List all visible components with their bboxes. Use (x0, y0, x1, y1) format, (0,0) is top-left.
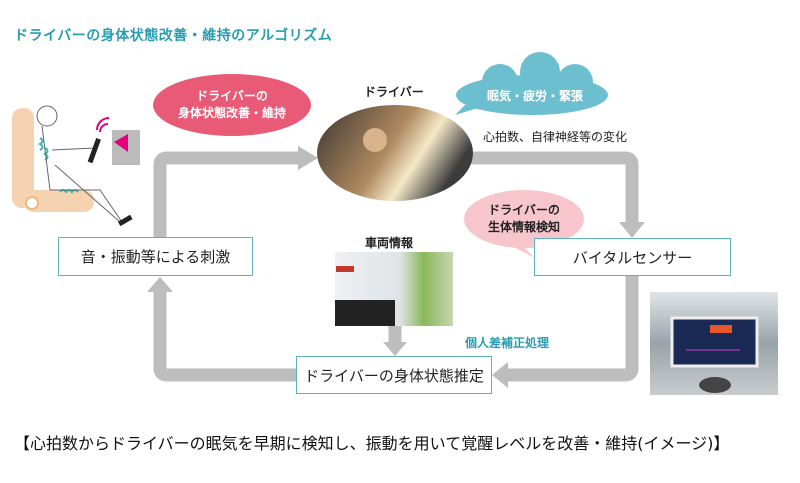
correction-label: 個人差補正処理 (465, 336, 550, 350)
diagram-title: ドライバーの身体状態改善・維持のアルゴリズム (14, 28, 333, 44)
stimulus-box: 音・振動等による刺激 (58, 237, 253, 276)
detect-bubble-shape (464, 190, 584, 258)
flow-arrows (153, 151, 639, 382)
improve-bubble-line1: ドライバーの (196, 89, 268, 103)
change-label: 心拍数、自律神経等の変化 (483, 130, 628, 144)
detect-bubble: ドライバーの生体情報検知 (464, 190, 584, 248)
arrow-driver-to-sensor (470, 151, 639, 222)
vital-sensor-box: バイタルセンサー (534, 238, 731, 276)
state-cloud: 眠気・疲労・緊張 (486, 88, 583, 103)
detect-bubble-line1: ドライバーの (488, 203, 560, 217)
improve-bubble-shape (153, 74, 311, 136)
improve-bubble: ドライバーの身体状態改善・維持 (153, 74, 311, 136)
caption: 【心拍数からドライバーの眠気を早期に検知し、振動を用いて覚醒レベルを改善・維持(… (14, 434, 730, 453)
improve-bubble-line2: 身体状態改善・維持 (177, 106, 286, 120)
arrow-sensor-to-estimate (508, 276, 639, 382)
arrow-estimate-to-stimulus (153, 292, 296, 382)
arrow-stimulus-to-driver (153, 151, 298, 238)
driver-label: ドライバー (364, 85, 424, 99)
driver-photo (317, 105, 473, 201)
state-cloud-shape (455, 52, 608, 115)
state-estimate-box: ドライバーの身体状態推定 (296, 356, 492, 394)
vehicle-info-label: 車両情報 (365, 236, 414, 250)
arrow-heads (147, 146, 645, 388)
driver-seat-illustration (12, 105, 140, 227)
detect-bubble-line2: 生体情報検知 (487, 220, 560, 234)
